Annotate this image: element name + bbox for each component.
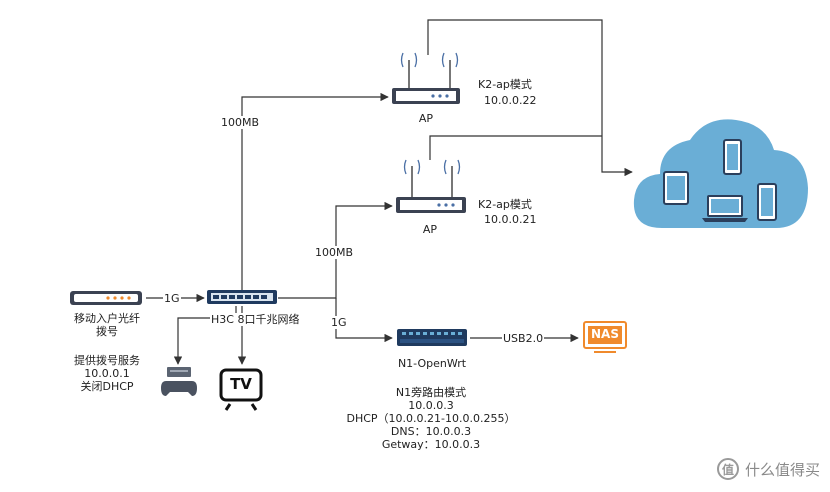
ap-top-mode: K2-ap模式 <box>478 78 532 91</box>
fiber-modem-label: 移动入户光纤 拨号 <box>62 312 152 338</box>
ap-mid-mode: K2-ap模式 <box>478 198 532 211</box>
tv-icon <box>219 368 263 411</box>
link-switch-console <box>173 306 237 365</box>
switch-icon <box>207 290 277 304</box>
link-ap-mid-cloud <box>429 135 602 160</box>
ap-mid-ip: 10.0.0.21 <box>484 213 537 226</box>
fiber-modem-icon <box>70 291 142 305</box>
ap-mid-icon <box>396 159 466 213</box>
openwrt-device-icon <box>397 329 467 346</box>
modem-info: 提供拨号服务 10.0.0.1 关闭DHCP <box>62 354 152 393</box>
watermark-text: 什么值得买 <box>744 460 820 479</box>
link-ap-top-cloud <box>427 19 633 177</box>
switch-label: H3C 8口千兆网络 <box>210 313 301 326</box>
link-label-switch-openwrt: 1G <box>330 316 348 329</box>
ap-top-label: AP <box>418 112 434 125</box>
openwrt-label: N1-OpenWrt <box>397 357 467 370</box>
openwrt-info-line3: DHCP（10.0.0.21-10.0.0.255） <box>346 412 516 425</box>
game-console-icon <box>161 367 197 396</box>
openwrt-info-line4: DNS：10.0.0.3 <box>390 425 472 438</box>
openwrt-info-line1: N1旁路由模式 <box>395 386 467 399</box>
modem-info-line2: 10.0.0.1 <box>84 367 130 380</box>
openwrt-info-line5: Getway：10.0.0.3 <box>381 438 481 451</box>
nas-label: NAS <box>591 327 619 341</box>
link-switch-ap-top <box>241 92 389 292</box>
modem-info-line1: 提供拨号服务 <box>74 354 140 367</box>
link-label-switch-ap-mid: 100MB <box>314 246 355 259</box>
fiber-modem-label-line1: 移动入户光纤 <box>74 312 140 325</box>
wireless-clients-cloud-icon <box>633 119 808 228</box>
link-switch-openwrt <box>335 298 393 343</box>
openwrt-info-line2: 10.0.0.3 <box>408 399 454 412</box>
ap-top-icon <box>392 52 460 104</box>
watermark-logo-icon: 值 <box>716 458 739 480</box>
watermark: 值 什么值得买 <box>716 458 820 480</box>
modem-info-line3: 关闭DHCP <box>80 380 134 393</box>
nas-icon <box>583 321 627 353</box>
link-label-openwrt-nas: USB2.0 <box>502 332 545 345</box>
link-label-modem-switch: 1G <box>163 292 181 305</box>
openwrt-info: N1旁路由模式 10.0.0.3 DHCP（10.0.0.21-10.0.0.2… <box>336 386 526 451</box>
fiber-modem-label-line2: 拨号 <box>96 325 118 338</box>
ap-mid-label: AP <box>422 223 438 236</box>
tv-label: TV <box>230 375 252 393</box>
link-label-switch-ap-top: 100MB <box>220 116 261 129</box>
ap-top-ip: 10.0.0.22 <box>484 94 537 107</box>
